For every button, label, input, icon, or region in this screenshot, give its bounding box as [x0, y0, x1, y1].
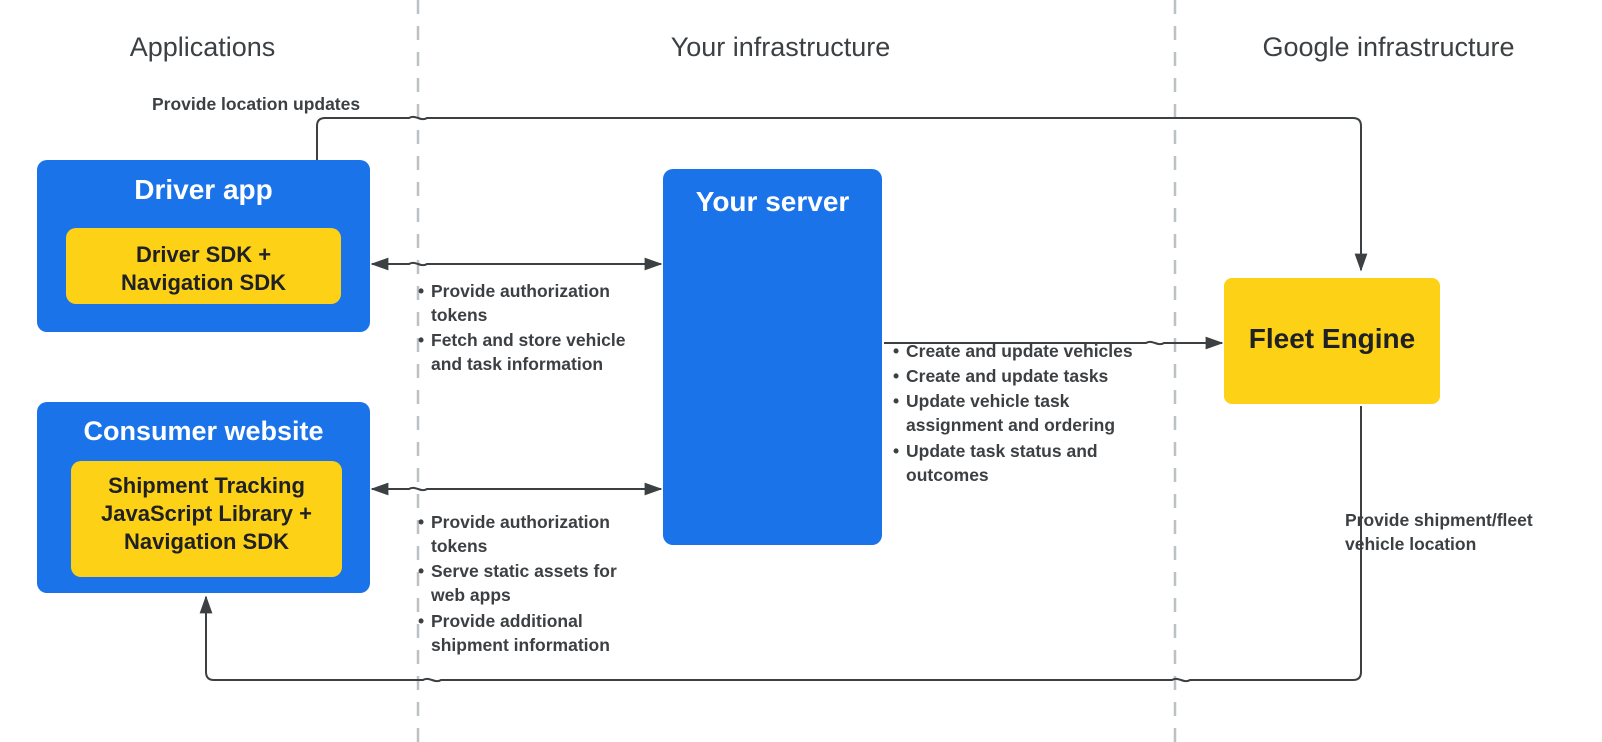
flow-list-item: Create and update vehicles: [893, 339, 1163, 363]
node-your-server[interactable]: Your server: [663, 169, 882, 545]
flow-list-item: Provide authorization tokens: [418, 510, 653, 558]
node-shipment-tracking-library[interactable]: Shipment Tracking JavaScript Library + N…: [71, 461, 342, 577]
flow-list-server-to-fleet-engine: Create and update vehicles Create and up…: [893, 339, 1163, 488]
flow-list-item: Update vehicle task assignment and order…: [893, 389, 1163, 437]
flow-list-consumer-website-to-server: Provide authorization tokens Serve stati…: [418, 510, 653, 658]
zone-title-google-infrastructure: Google infrastructure: [1262, 32, 1515, 62]
zone-title-applications: Applications: [129, 32, 276, 62]
flow-list-driver-app-to-server: Provide authorization tokens Fetch and s…: [418, 279, 653, 378]
annotation-provide-location-updates: Provide location updates: [152, 94, 361, 114]
node-shipment-tracking-library-label: Shipment Tracking JavaScript Library + N…: [101, 473, 312, 555]
flow-list-item: Fetch and store vehicle and task informa…: [418, 328, 653, 376]
flow-list-item: Provide additional shipment information: [418, 609, 653, 657]
node-your-server-title: Your server: [695, 186, 850, 217]
flow-list-item: Serve static assets for web apps: [418, 559, 653, 607]
node-driver-sdk[interactable]: Driver SDK + Navigation SDK: [66, 228, 341, 304]
flow-list-item: Update task status and outcomes: [893, 439, 1163, 487]
connector-driver-app-server: [370, 257, 663, 271]
node-driver-app-title: Driver app: [134, 174, 273, 205]
node-fleet-engine-title: Fleet Engine: [1248, 323, 1416, 354]
node-fleet-engine[interactable]: Fleet Engine: [1224, 278, 1440, 404]
flow-list-item: Create and update tasks: [893, 364, 1163, 388]
connector-consumer-website-server: [370, 482, 663, 496]
annotation-provide-shipment-fleet-vehicle-location: Provide shipment/fleet vehicle location: [1345, 510, 1533, 555]
zone-title-your-infrastructure: Your infrastructure: [670, 32, 891, 62]
node-consumer-website-title: Consumer website: [83, 416, 324, 446]
flow-list-item: Provide authorization tokens: [418, 279, 653, 327]
node-driver-sdk-label: Driver SDK + Navigation SDK: [120, 242, 287, 296]
